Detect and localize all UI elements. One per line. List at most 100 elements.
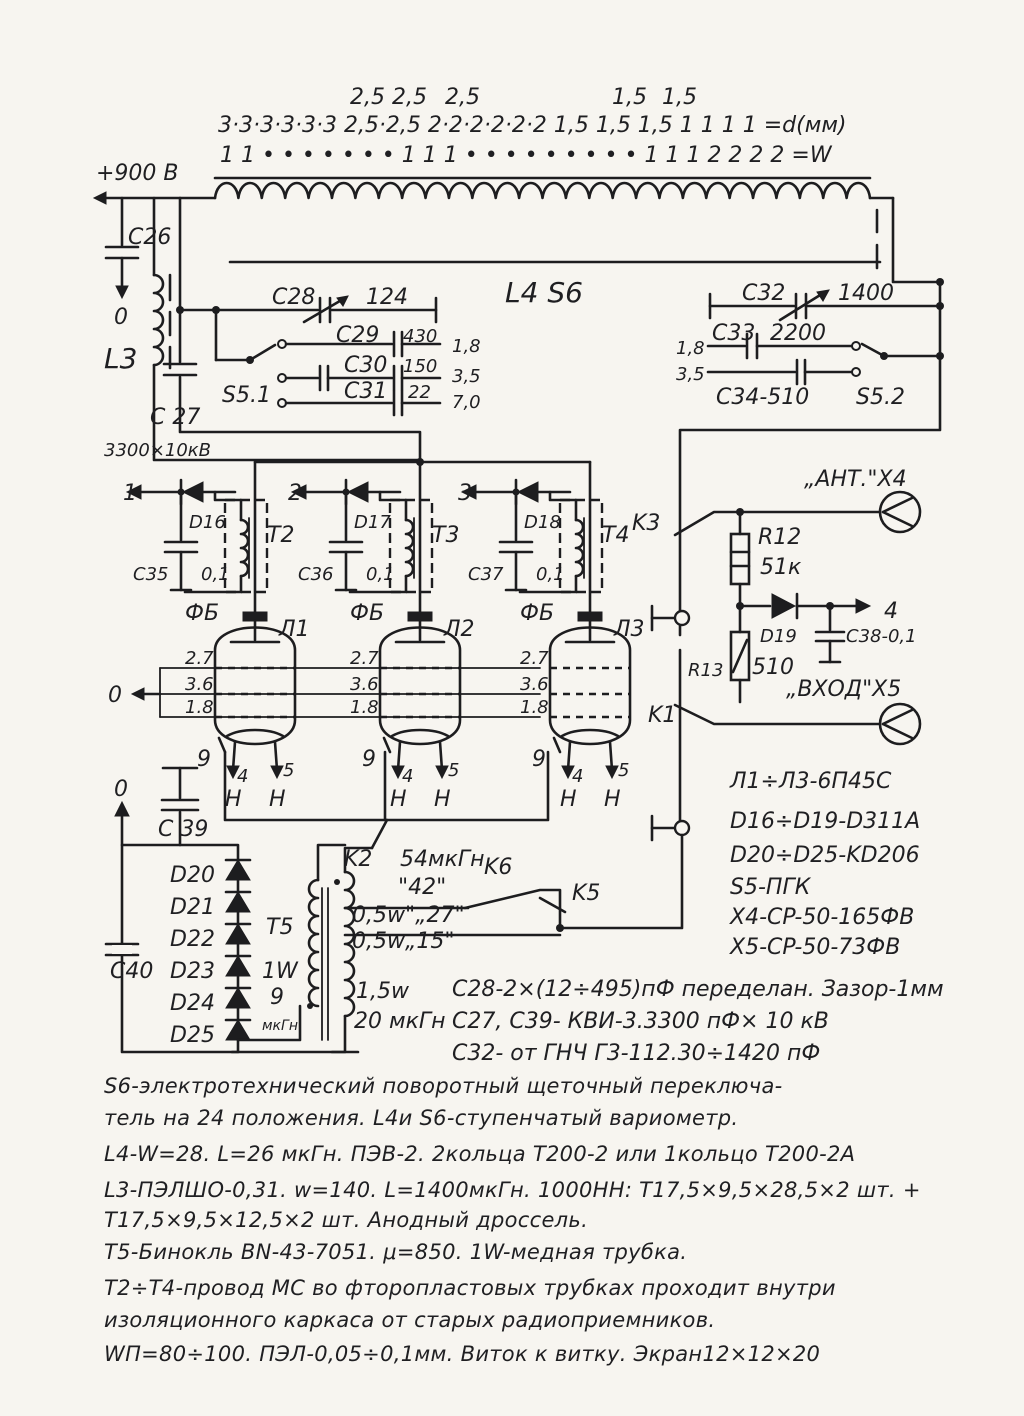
k6-label: K6 bbox=[484, 855, 512, 880]
antenna-network bbox=[673, 490, 922, 746]
grid-36-1: 3.6 bbox=[185, 674, 214, 695]
capacitor-c29 bbox=[284, 330, 442, 358]
t5-9-label: 9 bbox=[270, 985, 284, 1010]
tube-1-label: Л1 bbox=[278, 617, 310, 642]
band-1-8-right-label: 1,8 bbox=[676, 338, 705, 359]
capacitor-c32 bbox=[708, 289, 942, 322]
t5-mkgn-label: мкГн bbox=[262, 1018, 298, 1034]
band-1-8-label: 1,8 bbox=[452, 336, 481, 357]
out-2-label: 2 bbox=[288, 481, 302, 506]
grid-zero-arrow-icon bbox=[130, 687, 145, 701]
legend-x5: X5-CP-50-73ФВ bbox=[729, 935, 900, 960]
cap-3-value: 0,1 bbox=[536, 564, 565, 585]
capacitor-c40 bbox=[104, 942, 140, 957]
out-1-label: 1 bbox=[123, 481, 137, 506]
c40-zero-arrow-icon bbox=[114, 800, 130, 817]
capacitor-c30 bbox=[284, 364, 442, 392]
diode-label-22: D22 bbox=[170, 927, 215, 952]
note-l3-line1: L3-ПЭЛШО-0,31. w=140. L=1400мкГн. 1000НН… bbox=[104, 1178, 921, 1202]
relay-contacts bbox=[558, 604, 691, 930]
c27-label: C 27 bbox=[150, 405, 200, 430]
note-t2-t4-line3: WΠ=80÷100. ПЭЛ-0,05÷0,1мм. Виток к витку… bbox=[104, 1342, 821, 1366]
supply-label: +900 B bbox=[96, 161, 179, 186]
heater-b-1: H bbox=[269, 787, 286, 812]
heater-a-2: H bbox=[390, 787, 407, 812]
upper-diameter-3: 1,5 bbox=[612, 85, 647, 110]
r12-value: 51к bbox=[760, 555, 802, 580]
grid-18-2: 1.8 bbox=[350, 697, 379, 718]
winding-20mkgn-label: 20 мкГн bbox=[354, 1009, 446, 1034]
out-4-label: 4 bbox=[884, 599, 898, 624]
grid-27-3: 2.7 bbox=[520, 648, 549, 669]
pin-4-2: 4 bbox=[402, 766, 413, 787]
diode-label-21: D21 bbox=[170, 895, 215, 920]
band-3-5-right-label: 3,5 bbox=[676, 364, 705, 385]
t5-label: T5 bbox=[266, 915, 293, 940]
turns-row: 1 1 • • • • • • • 1 1 1 • • • • • • • • … bbox=[220, 143, 833, 168]
c40-label: C40 bbox=[110, 959, 153, 984]
pin-9-1: 9 bbox=[197, 747, 211, 772]
ferrite-bead-1-label: ФБ bbox=[185, 601, 219, 626]
t5-1w-label: 1W bbox=[262, 959, 299, 984]
l4-winding bbox=[213, 181, 872, 200]
pin-4-1: 4 bbox=[237, 766, 248, 787]
vhod-label: „ВХОД"X5 bbox=[786, 677, 901, 702]
s51-label: S5.1 bbox=[222, 383, 271, 408]
diode-1-label: D16 bbox=[189, 512, 226, 533]
k1-label: K1 bbox=[648, 703, 676, 728]
c26-label: C26 bbox=[128, 225, 171, 250]
inductor-l4 bbox=[213, 176, 882, 270]
upper-diameter-2: 2,5 bbox=[445, 85, 480, 110]
c39-zero-label: 0 bbox=[114, 777, 128, 802]
diode-label-20: D20 bbox=[170, 863, 215, 888]
r13-label: R13 bbox=[688, 660, 723, 681]
capacitor-c39 bbox=[160, 766, 200, 847]
note-t2-t4-line1: T2÷T4-провод МС во фторопластовых трубка… bbox=[104, 1276, 836, 1300]
c29-value: 430 bbox=[403, 326, 437, 347]
diode-label-24: D24 bbox=[170, 991, 215, 1016]
c28-label: C28 bbox=[272, 285, 315, 310]
k2-label: K2 bbox=[344, 847, 372, 872]
cap-2-value: 0,1 bbox=[366, 564, 395, 585]
cap-3-label: C37 bbox=[468, 564, 504, 585]
choke-l3 bbox=[152, 196, 422, 462]
grid-36-2: 3.6 bbox=[350, 674, 379, 695]
l3-label: L3 bbox=[104, 342, 137, 375]
capacitor-c26 bbox=[104, 196, 140, 300]
pin-5-1: 5 bbox=[283, 760, 294, 781]
c32-value: 1400 bbox=[838, 281, 894, 306]
note-l3-line2: Т17,5×9,5×12,5×2 шт. Анодный дроссель. bbox=[104, 1208, 589, 1232]
l4-s6-label: L4 S6 bbox=[505, 276, 583, 309]
grid-27-1: 2.7 bbox=[185, 648, 214, 669]
note-l4: L4-W=28. L=26 мкГн. ПЭВ-2. 2кольца Т200-… bbox=[104, 1142, 856, 1166]
c29-label: C29 bbox=[336, 323, 379, 348]
c34-label: C34-510 bbox=[716, 385, 809, 410]
spec-c28: C28-2×(12÷495)пФ переделан. Зазор-1мм bbox=[452, 977, 944, 1002]
c38-label: C38-0,1 bbox=[846, 626, 917, 647]
capacitor-c34 bbox=[706, 358, 854, 386]
pin-5-2: 5 bbox=[448, 760, 459, 781]
s52-label: S5.2 bbox=[856, 385, 905, 410]
pin-9-3: 9 bbox=[532, 747, 546, 772]
out-4-arrow-icon bbox=[855, 598, 872, 614]
k2-value: 54мкГн bbox=[400, 847, 485, 872]
pin-5-3: 5 bbox=[618, 760, 629, 781]
k5-label: K5 bbox=[572, 881, 600, 906]
c39-label: C 39 bbox=[158, 817, 208, 842]
spec-c32: C32- от ГНЧ Г3-112.30÷1420 пФ bbox=[452, 1041, 820, 1066]
tap-15-label: 0,5w„15" bbox=[352, 929, 455, 954]
legend-d16: D16÷D19-D311A bbox=[730, 809, 920, 834]
out-1-arrow-icon bbox=[125, 484, 142, 500]
grid-18-1: 1.8 bbox=[185, 697, 214, 718]
out-3-label: 3 bbox=[458, 481, 472, 506]
grid-36-3: 3.6 bbox=[520, 674, 549, 695]
winding-1-5w-label: 1,5w bbox=[356, 979, 410, 1004]
tap-27-label: 0,5w"„27" bbox=[352, 903, 465, 928]
pin-9-2: 9 bbox=[362, 747, 376, 772]
out-3-arrow-icon bbox=[460, 484, 477, 500]
legend-x4: X4-CP-50-165ФВ bbox=[729, 905, 914, 930]
